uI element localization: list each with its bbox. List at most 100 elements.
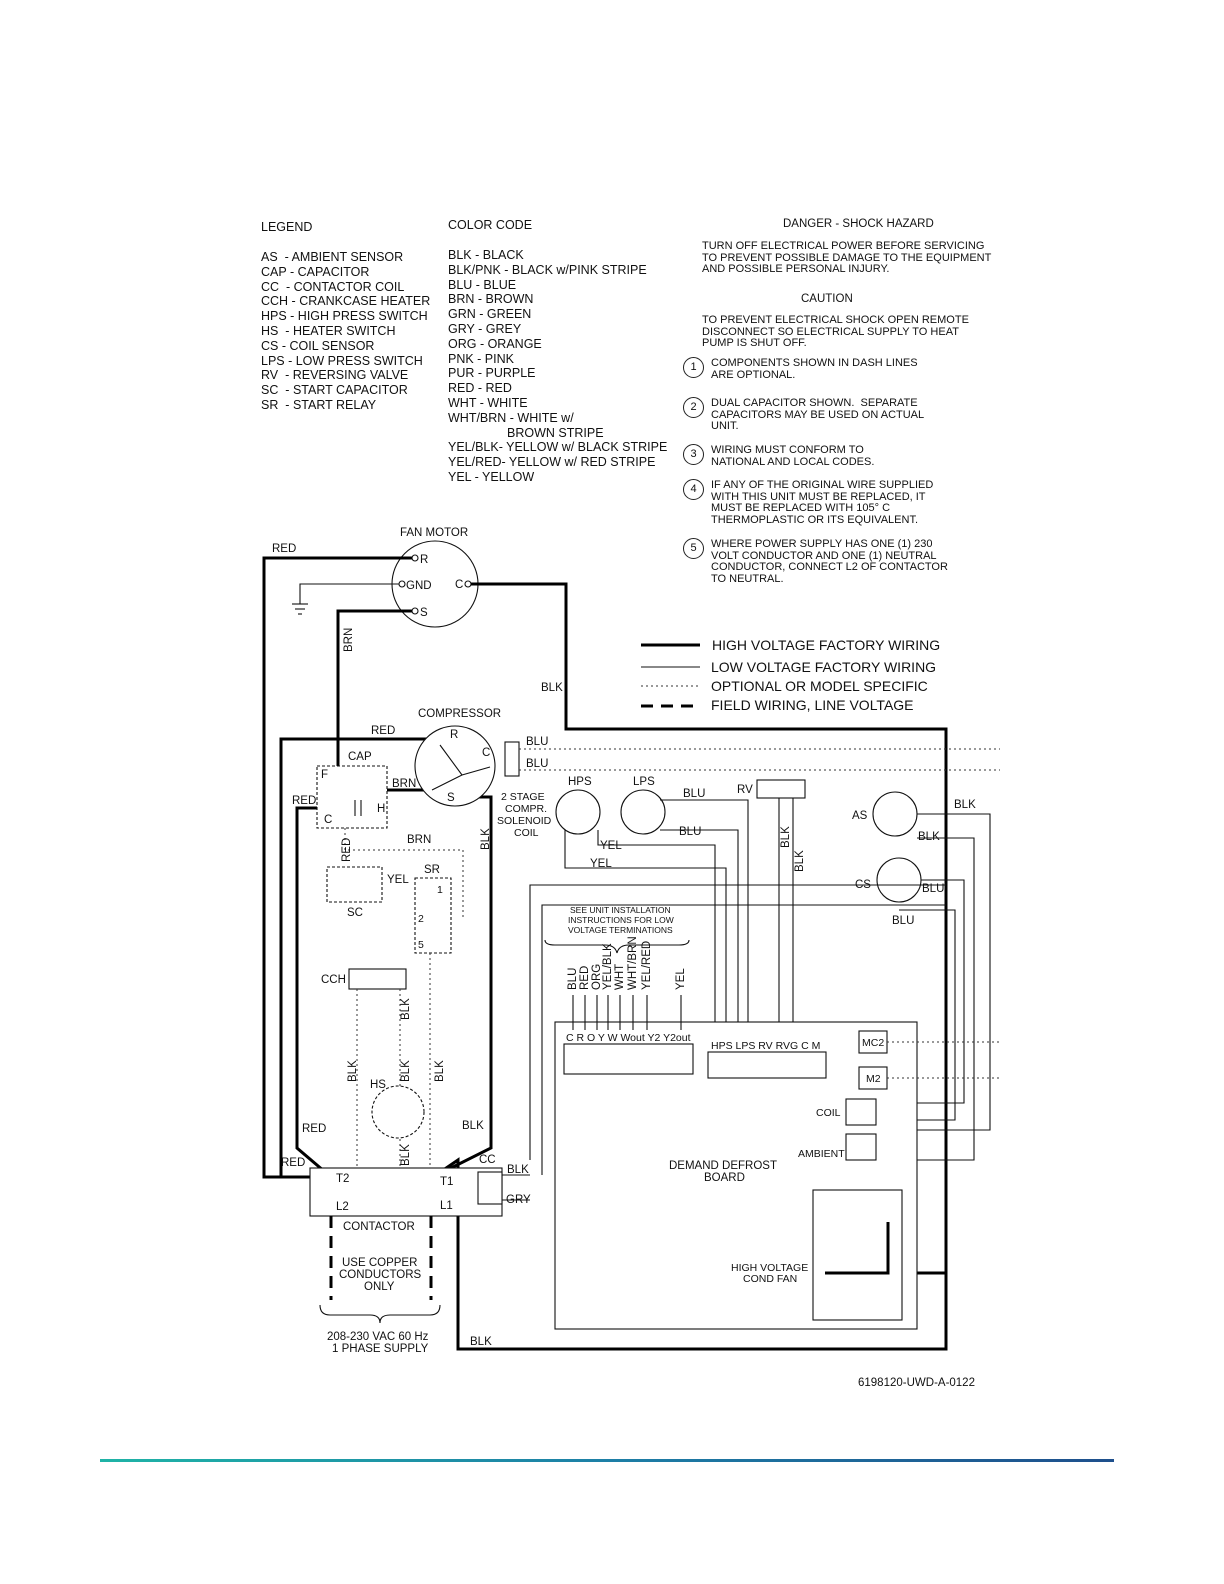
svg-text:CC: CC <box>479 1154 496 1166</box>
lv-wire-label: YEL/RED <box>641 941 653 990</box>
hps-circle <box>555 789 601 835</box>
note-text: DUAL CAPACITOR SHOWN. SEPARATE CAPACITOR… <box>711 397 925 433</box>
svg-text:RED: RED <box>341 838 353 862</box>
svg-text:AMBIENT: AMBIENT <box>798 1148 845 1160</box>
color-code-item: BLK - BLACK <box>448 248 524 262</box>
svg-text:SC: SC <box>347 907 363 919</box>
note-text: COMPONENTS SHOWN IN DASH LINES ARE OPTIO… <box>711 357 918 381</box>
color-code-item: WHT - WHITE <box>448 395 528 410</box>
svg-text:COIL: COIL <box>816 1107 841 1119</box>
svg-text:1: 1 <box>437 884 443 896</box>
color-code-item: RED - RED <box>448 381 512 396</box>
color-code-item: YEL/RED- YELLOW w/ RED STRIPE <box>448 455 656 470</box>
svg-text:BLK: BLK <box>780 826 792 848</box>
note-number: 2 <box>683 397 704 418</box>
svg-text:BLU: BLU <box>679 826 701 838</box>
svg-text:5: 5 <box>418 939 424 951</box>
svg-text:MC2: MC2 <box>862 1037 884 1049</box>
svg-text:BLK: BLK <box>470 1336 492 1348</box>
svg-text:BLK: BLK <box>434 1060 446 1082</box>
lps-circle <box>620 789 666 835</box>
svg-text:RED: RED <box>302 1123 326 1135</box>
lv-wire-label: WHT <box>614 964 626 990</box>
svg-text:BLK: BLK <box>794 850 806 872</box>
legend-item: HS - HEATER SWITCH <box>261 323 396 338</box>
legend-item: CAP - CAPACITOR <box>261 264 370 279</box>
caution-text: TO PREVENT ELECTRICAL SHOCK OPEN REMOTE … <box>702 314 969 350</box>
svg-text:CONTACTOR: CONTACTOR <box>343 1221 415 1233</box>
color-code-item: YEL/BLK- YELLOW w/ BLACK STRIPE <box>448 440 668 455</box>
svg-text:BLU: BLU <box>526 736 548 748</box>
hs-circle <box>371 1085 425 1139</box>
svg-text:BRN: BRN <box>407 834 431 846</box>
wiring-legend-low-voltage: LOW VOLTAGE FACTORY WIRING <box>711 659 937 675</box>
color-code-title: COLOR CODE <box>448 218 533 232</box>
svg-text:L2: L2 <box>336 1201 349 1213</box>
svg-text:T2: T2 <box>336 1173 349 1185</box>
color-code-item: GRN - GREEN <box>448 307 532 322</box>
legend-item: CS - COIL SENSOR <box>261 338 375 353</box>
ambient-sensor-circle <box>872 791 918 837</box>
note-number: 1 <box>683 357 704 378</box>
svg-text:HPS LPS RV RVG C M: HPS LPS RV RVG C M <box>711 1040 820 1052</box>
svg-text:HPS: HPS <box>568 776 592 788</box>
svg-text:BLK: BLK <box>347 1060 359 1082</box>
svg-text:BLU: BLU <box>683 788 705 800</box>
svg-text:CAP: CAP <box>348 751 372 763</box>
wire-red-compressor <box>279 737 436 1179</box>
color-code-item: YEL - YELLOW <box>448 469 535 484</box>
svg-text:YEL: YEL <box>387 874 409 886</box>
svg-text:RED: RED <box>371 725 395 737</box>
wiring-legend-field: FIELD WIRING, LINE VOLTAGE <box>711 697 914 713</box>
svg-text:BLK: BLK <box>480 828 492 850</box>
legend-item: LPS - LOW PRESS SWITCH <box>261 353 423 368</box>
svg-text:GRY: GRY <box>506 1194 531 1206</box>
svg-text:SR: SR <box>424 864 440 876</box>
legend-item: HPS - HIGH PRESS SWITCH <box>261 309 428 324</box>
note-text: IF ANY OF THE ORIGINAL WIRE SUPPLIED WIT… <box>711 479 934 526</box>
legend-item: SC - START CAPACITOR <box>261 383 408 398</box>
wire-label-red: RED <box>272 543 296 555</box>
svg-text:AS: AS <box>852 810 868 822</box>
svg-text:BRN: BRN <box>392 778 416 790</box>
contactor-box <box>309 1167 503 1217</box>
note-number: 4 <box>683 479 704 500</box>
svg-text:T1: T1 <box>440 1176 453 1188</box>
svg-text:BLU: BLU <box>526 758 548 770</box>
svg-text:YEL: YEL <box>600 840 622 852</box>
svg-text:L1: L1 <box>440 1200 453 1212</box>
lv-wire-label: YEL/BLK <box>602 943 614 990</box>
wiring-legend-optional: OPTIONAL OR MODEL SPECIFIC <box>711 678 928 694</box>
danger-title: DANGER - SHOCK HAZARD <box>783 218 934 230</box>
color-code-item: ORG - ORANGE <box>448 336 542 351</box>
svg-text:BRN: BRN <box>343 628 355 652</box>
fan-r-label: R <box>420 554 428 566</box>
danger-text: TURN OFF ELECTRICAL POWER BEFORE SERVICI… <box>702 240 992 276</box>
note-text: WIRING MUST CONFORM TO NATIONAL AND LOCA… <box>711 444 875 468</box>
svg-text:BLK: BLK <box>400 998 412 1020</box>
legend-item: AS - AMBIENT SENSOR <box>261 250 404 264</box>
svg-text:LPS: LPS <box>633 776 655 788</box>
fan-gnd-label: GND <box>406 580 432 592</box>
svg-text:BLK: BLK <box>507 1164 529 1176</box>
fan-motor-label: FAN MOTOR <box>400 527 468 539</box>
color-code-item: WHT/BRN - WHITE w/ BROWN STRIPE <box>448 410 604 440</box>
legend-title: LEGEND <box>261 220 313 234</box>
lv-wire-label: ORG <box>591 964 603 990</box>
svg-text:F: F <box>321 769 328 781</box>
wiring-legend-high-voltage: HIGH VOLTAGE FACTORY WIRING <box>712 637 941 653</box>
footer-rule <box>100 1459 1114 1462</box>
cch-box <box>348 968 407 990</box>
svg-text:C: C <box>482 747 490 759</box>
svg-text:BLK: BLK <box>954 799 976 811</box>
svg-text:HS: HS <box>370 1079 386 1091</box>
svg-text:CCH: CCH <box>321 974 346 986</box>
